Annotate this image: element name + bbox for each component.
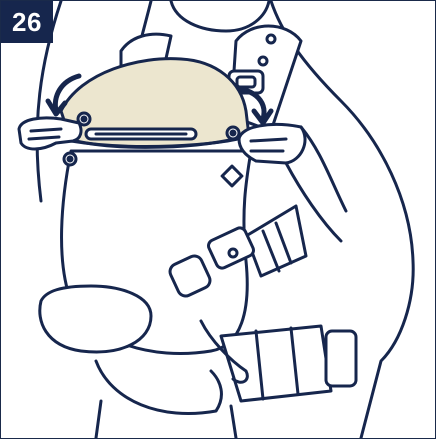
step-number-badge: 26 bbox=[1, 1, 53, 43]
waist-buckle bbox=[326, 331, 356, 386]
wearer-lower-body bbox=[96, 401, 236, 438]
baby-leg-left bbox=[40, 286, 151, 352]
carrier-seat bbox=[96, 361, 221, 414]
right-hand bbox=[239, 124, 305, 163]
left-hand bbox=[19, 118, 81, 149]
wearer-neck bbox=[171, 1, 269, 31]
